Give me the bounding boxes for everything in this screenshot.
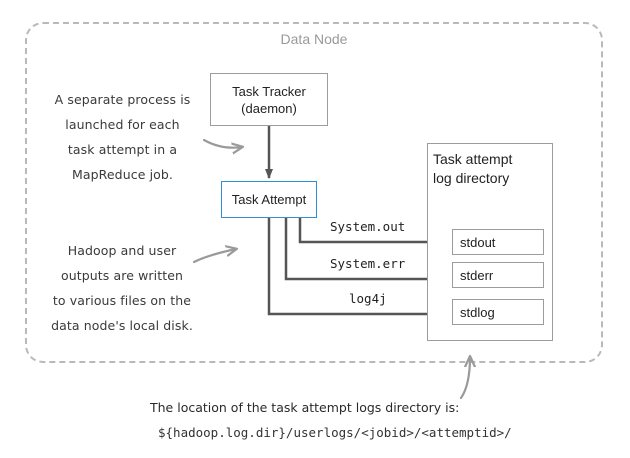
outputs-note-arrow <box>192 249 236 264</box>
footer-caption: The location of the task attempt logs di… <box>150 400 460 415</box>
process-note-arrow <box>202 138 242 148</box>
task-tracker-box: Task Tracker (daemon) <box>210 73 328 126</box>
data-node-title: Data Node <box>280 31 348 47</box>
data-node-container <box>25 22 603 363</box>
log4j-label: log4j <box>349 291 387 306</box>
task-attempt-label: Task Attempt <box>231 192 307 207</box>
task-attempt-box: Task Attempt <box>221 181 317 218</box>
system-err-label: System.err <box>330 256 406 271</box>
separate-process-note: A separate process is launched for each … <box>54 92 191 182</box>
task-tracker-label: Task Tracker (daemon) <box>232 83 306 116</box>
stdlog-file-box: stdlog <box>452 299 544 325</box>
log4j-arrow <box>267 218 449 318</box>
system-out-arrow <box>298 218 449 246</box>
footer-note-arrow <box>459 357 470 400</box>
stderr-file-label: stderr <box>460 267 494 283</box>
footer-log-path: ${hadoop.log.dir}/userlogs/<jobid>/<atte… <box>158 425 512 440</box>
log-directory-label: Task attempt log directory <box>433 151 513 186</box>
stdout-file-label: stdout <box>460 234 496 250</box>
system-out-label: System.out <box>330 219 406 234</box>
stdlog-file-label: stdlog <box>460 304 495 320</box>
outputs-note: Hadoop and user outputs are written to v… <box>51 243 193 333</box>
stdout-file-box: stdout <box>452 229 544 255</box>
system-err-arrow <box>284 218 449 283</box>
stderr-file-box: stderr <box>452 262 544 288</box>
